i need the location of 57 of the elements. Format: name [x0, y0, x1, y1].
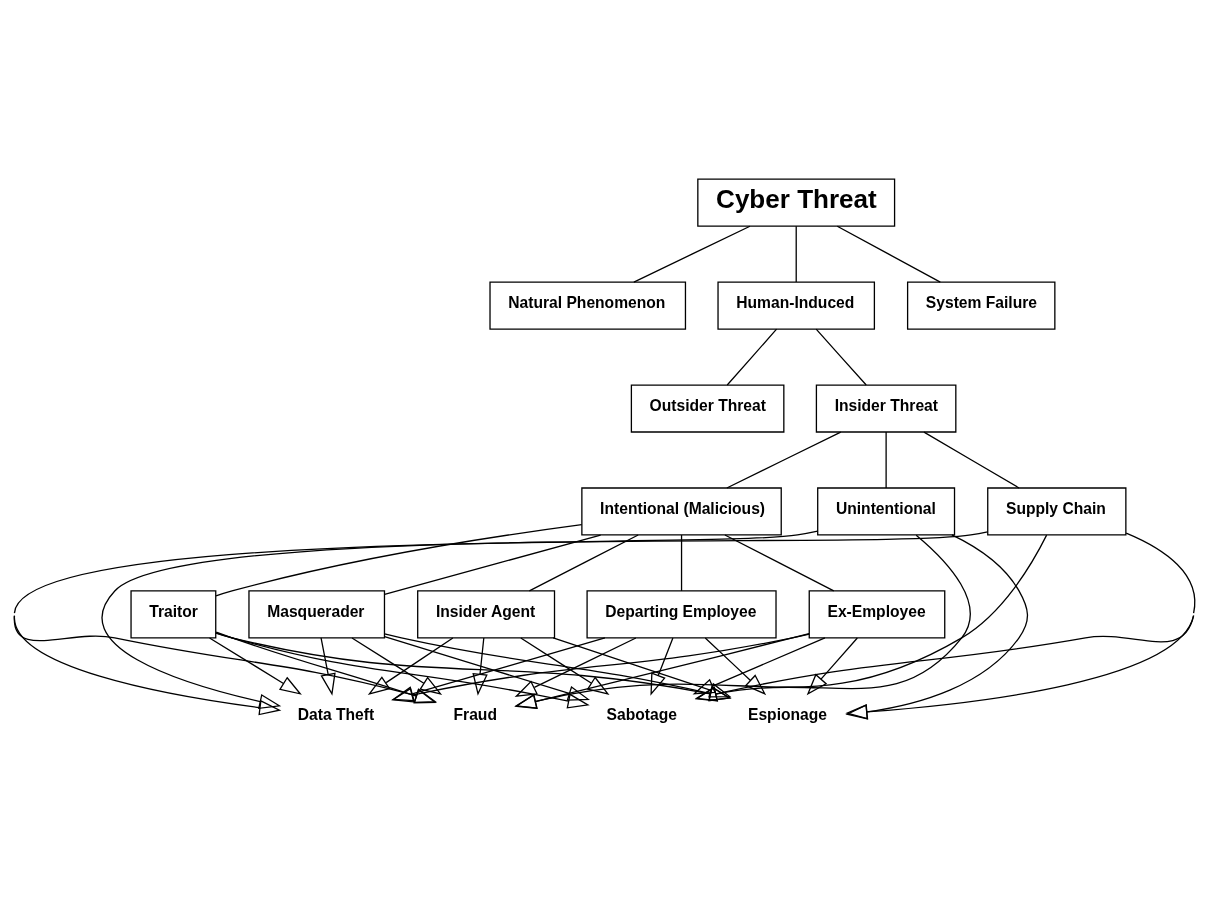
connector [923, 431, 1020, 489]
connector [815, 328, 867, 386]
node-text: Data Theft [297, 706, 375, 724]
arrow [208, 637, 302, 695]
node-box: Insider Threat [815, 384, 957, 433]
node-box: Masquerader [248, 590, 386, 639]
node-box: Traitor [130, 590, 217, 639]
arrow [552, 637, 732, 698]
arrow [514, 534, 1048, 709]
arrow [520, 637, 610, 695]
arrow [692, 637, 826, 695]
arrow [845, 534, 1029, 720]
arrow [351, 637, 443, 695]
node-box: Intentional (Malicious) [581, 487, 782, 536]
connector [633, 225, 751, 283]
arrow [383, 633, 732, 702]
arrow [694, 532, 1196, 702]
arrow [320, 637, 336, 696]
node-box: Insider Agent [417, 590, 556, 639]
arrow [472, 637, 488, 696]
arrow [514, 632, 810, 709]
node-box: System Failure [906, 281, 1056, 330]
node-box: Ex-Employee [808, 590, 946, 639]
node-text: Sabotage [606, 706, 677, 724]
node-box: Human-Induced [717, 281, 876, 330]
arrow [215, 631, 437, 704]
arrow [845, 615, 1195, 720]
connector [726, 431, 842, 489]
connector [885, 431, 887, 489]
connector [528, 534, 639, 592]
node-text: Espionage [748, 706, 828, 724]
arrow [694, 534, 971, 702]
arrow [367, 637, 454, 695]
node-box: Cyber Threat [697, 178, 896, 227]
connector [726, 328, 778, 386]
connector [680, 534, 683, 592]
arrow [101, 531, 989, 710]
arrow [806, 637, 858, 696]
arrow [514, 637, 637, 698]
arrow [13, 530, 819, 716]
connector [383, 534, 602, 596]
arrow [215, 632, 732, 702]
arrow [13, 615, 438, 704]
arrow [391, 633, 810, 703]
arrow [215, 632, 590, 709]
connector [836, 225, 941, 283]
arrow [650, 637, 674, 696]
node-box: Departing Employee [586, 590, 777, 639]
node-box: Natural Phenomenon [489, 281, 687, 330]
node-box: Outsider Threat [630, 384, 785, 433]
node-box: Supply Chain [987, 487, 1127, 536]
node-text: Fraud [453, 706, 497, 724]
connector [215, 524, 583, 597]
connector [795, 225, 797, 283]
node-box: Unintentional [817, 487, 956, 536]
connector [724, 534, 835, 592]
arrow [704, 637, 767, 696]
